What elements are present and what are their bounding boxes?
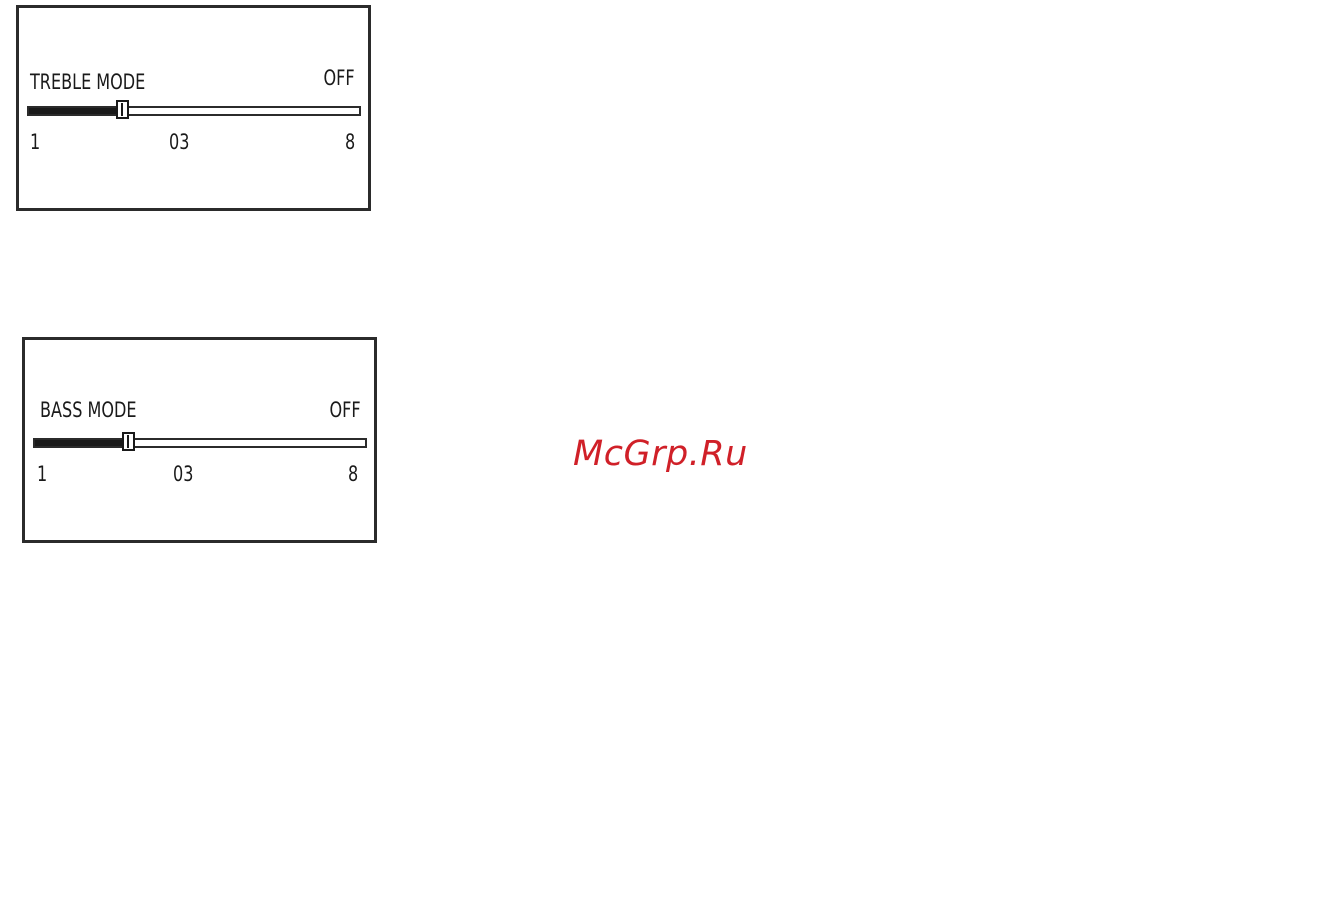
treble-min-label: 1 xyxy=(30,132,40,153)
bass-slider-thumb[interactable] xyxy=(122,432,135,451)
treble-value-label: 03 xyxy=(169,132,189,153)
treble-max-label: 8 xyxy=(345,132,355,153)
bass-state-label: OFF xyxy=(330,400,361,421)
bass-max-label: 8 xyxy=(348,464,358,485)
bass-mode-label: BASS MODE xyxy=(40,400,137,421)
treble-mode-label: TREBLE MODE xyxy=(30,72,145,93)
treble-state-label: OFF xyxy=(324,68,355,89)
bass-slider-track[interactable] xyxy=(33,438,367,448)
treble-mode-panel: TREBLE MODE OFF 1 03 8 xyxy=(16,5,371,211)
treble-slider-fill xyxy=(29,108,123,114)
treble-slider-thumb[interactable] xyxy=(116,100,129,119)
treble-slider-track[interactable] xyxy=(27,106,361,116)
watermark-text: McGrp.Ru xyxy=(573,434,748,474)
bass-slider-fill xyxy=(35,440,129,446)
bass-value-label: 03 xyxy=(173,464,193,485)
bass-mode-panel: BASS MODE OFF 1 03 8 xyxy=(22,337,377,543)
bass-min-label: 1 xyxy=(37,464,47,485)
